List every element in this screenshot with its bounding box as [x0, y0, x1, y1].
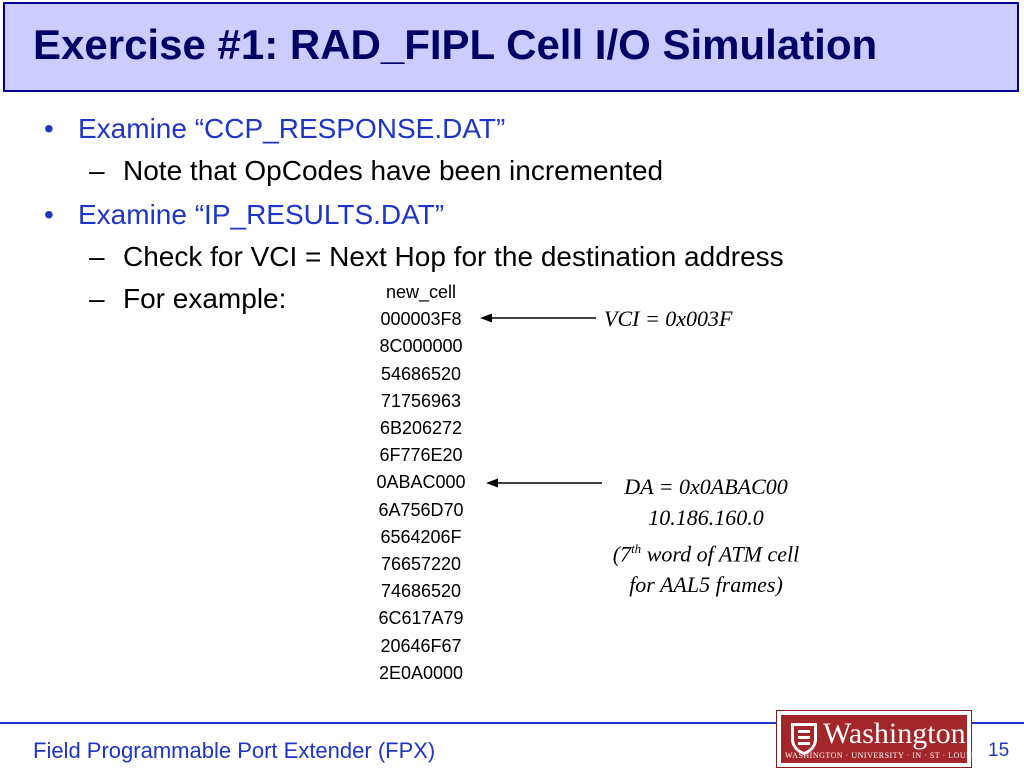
page-number: 15 [988, 740, 1010, 761]
cell-word-8: 6A756D70 [378, 499, 464, 520]
bullet-examine-ccp-response: Examine “CCP_RESPONSE.DAT” [78, 113, 506, 144]
footer-divider [0, 722, 1024, 724]
cell-word-12: 6C617A79 [378, 608, 464, 629]
subbullet-marker: – [89, 241, 105, 272]
cell-dump: new_cell 000003F8 8C000000 54686520 7175… [350, 279, 492, 687]
vci-annotation: VCI = 0x003F [604, 306, 733, 331]
footer-course-title: Field Programmable Port Extender (FPX) [33, 738, 436, 763]
vci-arrow [480, 313, 596, 323]
subbullet-for-example: For example: [123, 283, 287, 314]
cell-word-14: 2E0A0000 [378, 662, 464, 683]
bullet-examine-ip-results: Examine “IP_RESULTS.DAT” [78, 199, 445, 230]
da-note-suffix: word of ATM cell [641, 541, 800, 567]
slide-title: Exercise #1: RAD_FIPL Cell I/O Simulatio… [33, 21, 878, 68]
logo-wordmark: Washington [823, 717, 966, 750]
subbullet-marker: – [89, 283, 105, 314]
washington-university-logo: Washington WASHINGTON · UNIVERSITY · IN … [776, 710, 975, 768]
cell-word-11: 74686520 [380, 581, 462, 602]
cell-word-3: 54686520 [380, 363, 462, 384]
subbullet-opcodes: Note that OpCodes have been incremented [123, 155, 664, 186]
bullet-marker: • [44, 113, 54, 144]
subbullet-marker: – [89, 155, 105, 186]
cell-word-4: 71756963 [380, 390, 462, 411]
university-shield-icon [791, 723, 817, 755]
da-value: DA = 0x0ABAC00 [624, 474, 788, 499]
cell-word-10: 76657220 [380, 554, 462, 575]
da-arrow [486, 478, 602, 488]
da-ip-address: 10.186.160.0 [648, 505, 764, 530]
logo-subtitle: WASHINGTON · UNIVERSITY · IN · ST · LOUI… [785, 751, 975, 760]
da-note-line: (7th word of ATM cell [578, 533, 834, 569]
da-annotation: DA = 0x0ABAC00 10.186.160.0 (7th word of… [578, 471, 834, 600]
da-note-prefix: (7 [612, 541, 632, 567]
cell-word-13: 20646F67 [380, 635, 462, 656]
title-bar: Exercise #1: RAD_FIPL Cell I/O Simulatio… [3, 2, 1019, 92]
subbullet-check-vci: Check for VCI = Next Hop for the destina… [123, 241, 784, 272]
da-note-superscript: th [631, 541, 642, 556]
cell-word-5: 6B206272 [379, 418, 463, 439]
cell-word-6: 6F776E20 [379, 445, 463, 466]
da-note-line-2: for AAL5 frames) [629, 572, 783, 598]
cell-word-1: 000003F8 [380, 309, 462, 330]
cell-word-9: 6564206F [380, 526, 462, 547]
bullet-marker: • [44, 199, 54, 230]
cell-header: new_cell [385, 282, 457, 302]
cell-word-7: 0ABAC000 [376, 472, 466, 493]
cell-word-2: 8C000000 [379, 336, 463, 357]
